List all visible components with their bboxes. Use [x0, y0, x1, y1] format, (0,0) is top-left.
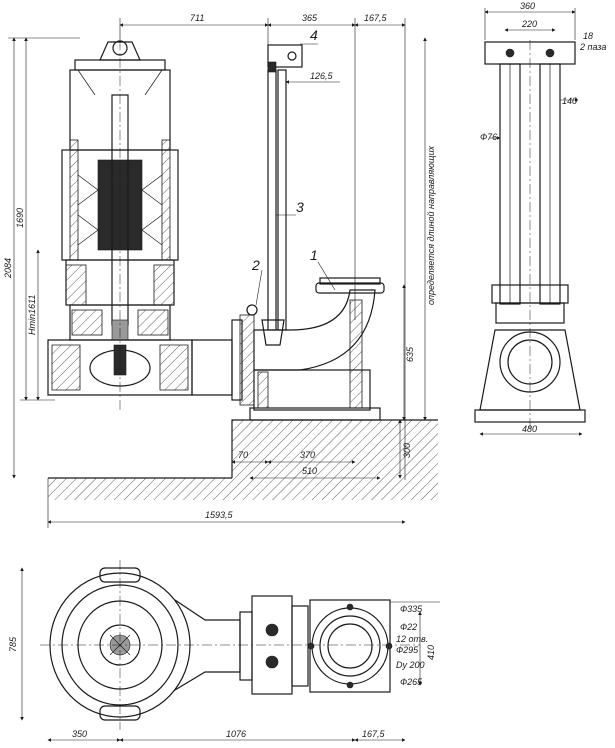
- guide-length-note: определяется длиной направляющих: [426, 145, 436, 305]
- position-1: 1: [310, 247, 318, 263]
- plan-dim-22: Ф22: [400, 622, 417, 632]
- dim-370: 370: [300, 450, 315, 460]
- dim-167-5: 167,5: [364, 13, 388, 23]
- plan-dim-265: Ф265: [400, 677, 423, 687]
- left-dimensions: [8, 37, 80, 479]
- side-dim-76: Ф76: [480, 132, 497, 142]
- side-dim-220: 220: [521, 19, 537, 29]
- plan-holes-12: 12 отв.: [396, 634, 428, 644]
- dim-1690: 1690: [15, 208, 25, 228]
- dim-hmin: Hmin1611: [27, 295, 37, 335]
- callouts: [255, 43, 336, 306]
- foundation: [48, 419, 438, 500]
- discharge-outlet: [191, 314, 255, 406]
- side-dim-360: 360: [520, 1, 535, 11]
- plan-view: 785 Ф335 Ф22 12 отв. Ф295: [8, 560, 440, 742]
- dim-300: 300: [402, 443, 412, 458]
- position-2: 2: [251, 257, 260, 273]
- plan-dim-785: 785: [8, 636, 18, 652]
- side-dim-18: 18: [583, 31, 593, 41]
- bottom-dimensions: [47, 460, 406, 528]
- position-4: 4: [310, 27, 318, 43]
- plan-dim-1076: 1076: [226, 729, 246, 739]
- dim-2084: 2084: [3, 258, 13, 279]
- plan-dim-167-5: 167,5: [362, 729, 386, 739]
- side-dim-140: 140: [562, 96, 577, 106]
- side-slots: 2 паза: [579, 42, 606, 52]
- front-elevation: 711 365 167,5 2084 1690 Hmin1611: [3, 13, 438, 528]
- dim-126-5: 126,5: [310, 71, 334, 81]
- position-3: 3: [296, 199, 304, 215]
- dim-70: 70: [238, 450, 248, 460]
- dim-510: 510: [302, 466, 317, 476]
- dim-635: 635: [405, 346, 415, 362]
- plan-dim-335: Ф335: [400, 604, 423, 614]
- duckfoot-bend: [249, 277, 385, 421]
- right-dimensions: [398, 37, 427, 479]
- side-dim-480: 480: [522, 424, 537, 434]
- dim-1593-5: 1593,5: [205, 510, 234, 520]
- plan-dim-295: Ф295: [396, 645, 419, 655]
- plan-dim-410: 410: [426, 645, 436, 660]
- guide-rail: [246, 44, 303, 346]
- dim-365: 365: [302, 13, 318, 23]
- side-elevation: 360 220 18 2 паза 140 Ф76 480: [474, 1, 606, 436]
- plan-dim-350: 350: [72, 729, 87, 739]
- plan-dy-200: Dy 200: [396, 660, 425, 670]
- dim-711: 711: [190, 13, 204, 23]
